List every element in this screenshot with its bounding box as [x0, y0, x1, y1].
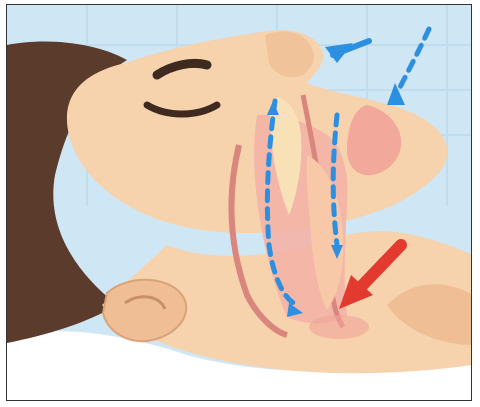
illustration-frame — [6, 4, 472, 401]
sleep-apnea-illustration — [7, 5, 472, 401]
throat-obstruction-area — [309, 315, 369, 339]
